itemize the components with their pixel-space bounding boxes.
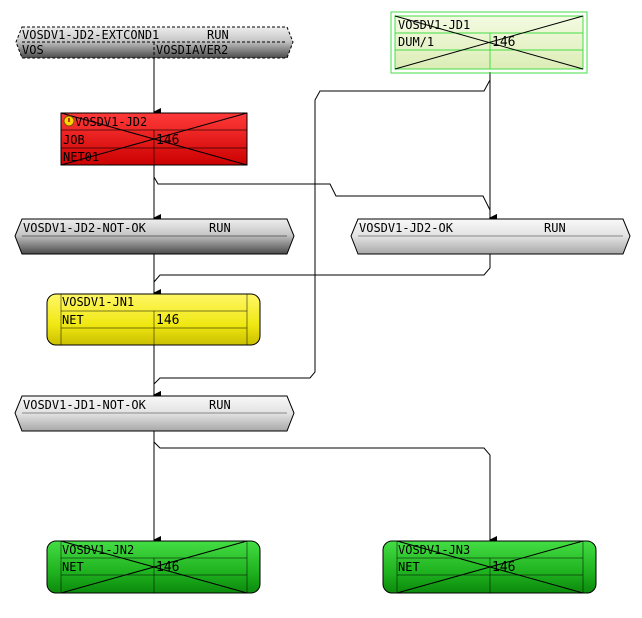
jn2-field2: 146	[156, 560, 179, 575]
jd1-cross-line-b	[394, 15, 584, 70]
node-jn2[interactable]: VOSDV1-JN2 NET 146	[46, 540, 261, 594]
node-jn1[interactable]: VOSDV1-JN1 NET 146	[46, 293, 261, 346]
jn2-name: VOSDV1-JN2	[62, 543, 134, 557]
node-jn3[interactable]: VOSDV1-JN3 NET 146	[382, 540, 597, 594]
jd1-not-ok-status: RUN	[209, 398, 231, 412]
jd2-name: VOSDV1-JD2	[75, 115, 147, 129]
node-jd1-not-ok[interactable]: VOSDV1-JD1-NOT-OK RUN	[14, 395, 295, 432]
node-jd2-not-ok[interactable]: VOSDV1-JD2-NOT-OK RUN	[14, 218, 295, 255]
jn3-field1: NET	[398, 560, 420, 574]
jd2-not-ok-name: VOSDV1-JD2-NOT-OK	[23, 221, 147, 235]
jd1-field2: 146	[492, 35, 515, 50]
jn3-field2: 146	[492, 560, 515, 575]
edge-jd1-to-jd1-not-ok	[153, 79, 491, 399]
jn3-name: VOSDV1-JN3	[398, 543, 470, 557]
jn2-cross-line-b	[60, 540, 248, 594]
extcond-status: RUN	[207, 28, 229, 42]
jd2-field1: JOB	[63, 133, 85, 147]
jd1-not-ok-name: VOSDV1-JD1-NOT-OK	[23, 398, 147, 412]
jn1-field1: NET	[62, 313, 84, 327]
jn1-name: VOSDV1-JN1	[62, 295, 134, 309]
jd1-name: VOSDV1-JD1	[398, 18, 470, 32]
jd2-ok-status: RUN	[544, 221, 566, 235]
extcond-field2: VOSDIAVER2	[156, 43, 228, 57]
jd2-field3: NET01	[63, 150, 99, 164]
extcond-field1: VOS	[22, 43, 44, 57]
edge-jd2-ok-to-jn1	[153, 254, 491, 283]
node-jd2-ok[interactable]: VOSDV1-JD2-OK RUN	[350, 218, 631, 255]
jd2-not-ok-status: RUN	[209, 221, 231, 235]
jn3-cross-line-b	[396, 540, 584, 594]
jd2-cross-line-b	[60, 112, 248, 166]
jd2-ok-name: VOSDV1-JD2-OK	[359, 221, 454, 235]
edge-jd2-to-jd2-ok	[153, 176, 497, 222]
jn1-field2: 146	[156, 313, 179, 328]
jd1-field1: DUM/1	[398, 35, 434, 49]
edge-jd1-not-ok-to-jn3	[153, 441, 497, 544]
node-jd2[interactable]: VOSDV1-JD2 JOB 146 NET01	[60, 112, 248, 166]
jn2-field1: NET	[62, 560, 84, 574]
connectors	[153, 58, 497, 544]
node-extcond[interactable]: VOSDV1-JD2-EXTCOND1 RUN VOS VOSDIAVER2	[15, 26, 294, 59]
extcond-name: VOSDV1-JD2-EXTCOND1	[22, 28, 159, 42]
node-jd1[interactable]: VOSDV1-JD1 DUM/1 146	[390, 11, 588, 74]
jd2-field2: 146	[156, 133, 179, 148]
